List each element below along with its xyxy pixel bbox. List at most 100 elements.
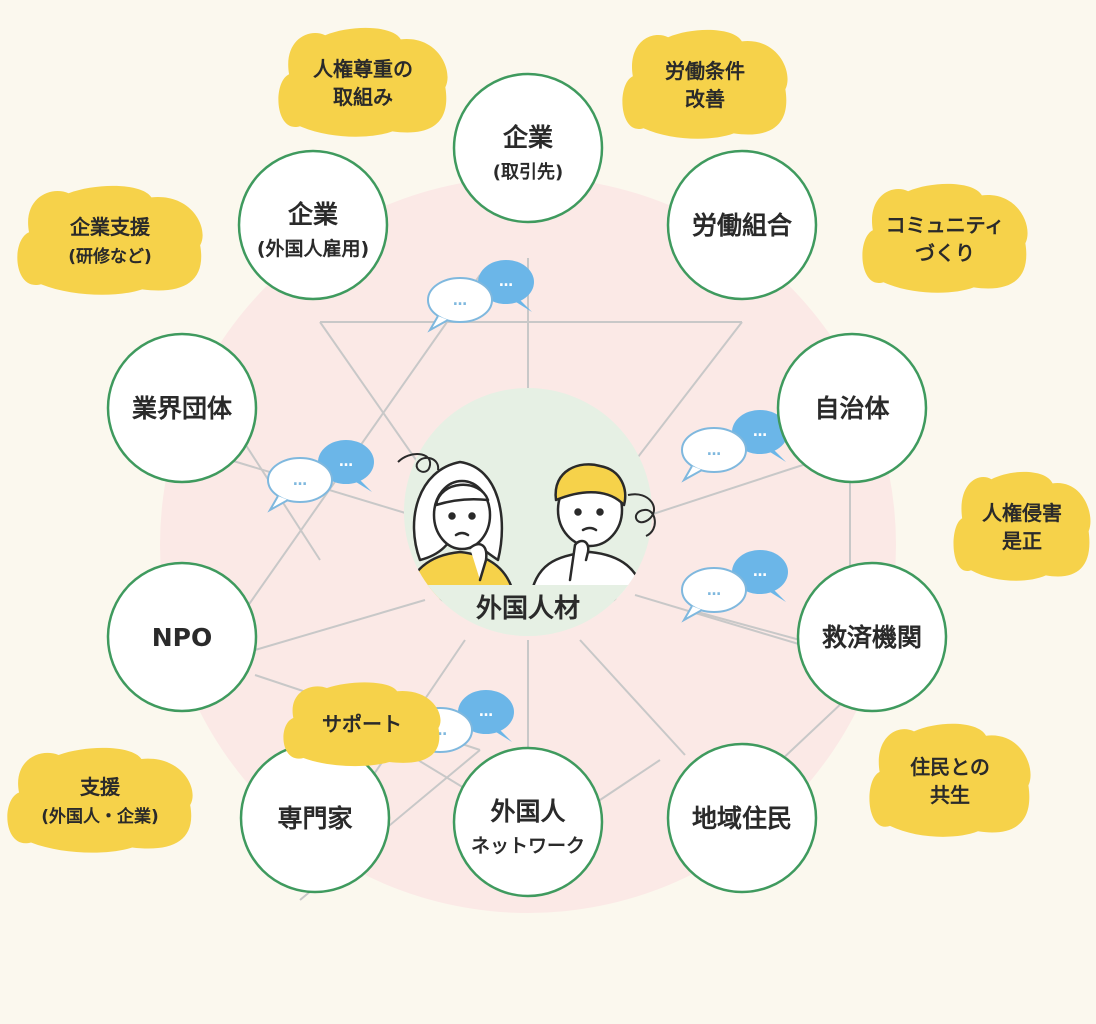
speech-bubble-pair: …… (681, 410, 788, 483)
node-circle (106, 332, 258, 484)
worry-squiggle-left (397, 453, 440, 473)
cloud-text-line: 人権尊重の (313, 57, 413, 81)
speech-bubble-white (681, 427, 747, 473)
cloud-shape (953, 471, 1091, 581)
cloud-shape (7, 747, 193, 853)
cloud-text-line: 労働条件 (665, 59, 745, 83)
speech-bubble-dots: … (339, 454, 353, 470)
cloud-text-line: 企業支援 (69, 215, 151, 239)
center-label: 外国人材 (476, 594, 580, 624)
node-local-residents: 地域住民 (666, 742, 818, 894)
cloud-text-line: づくり (915, 241, 975, 265)
speech-bubble-tail (267, 495, 289, 513)
node-industry-group: 業界団体 (106, 332, 258, 484)
cloud-text-line: (研修など) (68, 246, 152, 267)
speech-bubble-dots: … (499, 274, 513, 290)
node-circle (796, 561, 948, 713)
node-circle (452, 72, 604, 224)
speech-bubble-tail (427, 315, 449, 333)
node-company-employer: 企業 (外国人雇用) (237, 149, 389, 301)
node-title: 救済機関 (822, 623, 922, 652)
speech-bubble-white (681, 567, 747, 613)
speech-bubble-white (267, 457, 333, 503)
speech-bubble-tail (681, 465, 703, 483)
worry-squiggle-right (627, 493, 656, 537)
speech-bubble-pair: …… (267, 440, 374, 513)
speech-bubble-dots: … (707, 443, 721, 459)
cloud-text-line: コミュニティ (886, 213, 1005, 237)
speech-bubble-tail (770, 450, 786, 462)
cloud-support-foreigners-companies: 支援 (外国人・企業) (7, 747, 193, 853)
node-circle (452, 746, 604, 898)
cloud-shape (17, 185, 203, 295)
cloud-text-line: 人権侵害 (982, 501, 1062, 525)
speech-bubble-dots: … (753, 424, 767, 440)
node-title: 企業 (503, 123, 553, 152)
cloud-shape (283, 682, 441, 767)
cloud-text-line: 支援 (80, 775, 121, 799)
node-circle (237, 149, 389, 301)
node-experts: 専門家 (239, 742, 391, 894)
speech-bubble-tail (516, 300, 532, 312)
speech-bubble-pair: …… (427, 260, 534, 333)
cloud-text-line: 改善 (685, 87, 725, 111)
cloud-shape (278, 27, 448, 137)
speech-bubble-blue (458, 690, 514, 734)
speech-bubble-dots: … (293, 473, 307, 489)
cloud-shape (622, 29, 788, 139)
node-circle (666, 149, 818, 301)
node-title: 労働組合 (692, 211, 793, 240)
woman-illustration (404, 460, 517, 602)
node-relief-agency: 救済機関 (796, 561, 948, 713)
cloud-text-line: (外国人・企業) (41, 806, 159, 827)
cloud-text-line: 住民との (910, 755, 990, 779)
cloud-text-line: 共生 (930, 783, 970, 807)
speech-bubble-tail (496, 730, 512, 742)
cloud-company-support: 企業支援 (研修など) (17, 185, 203, 295)
node-subtitle: (外国人雇用) (257, 237, 369, 260)
speech-bubble-tail (681, 605, 703, 623)
node-title: 地域住民 (692, 804, 792, 833)
speech-bubble-dots: … (479, 704, 493, 720)
cloud-text-line: サポート (322, 712, 402, 736)
speech-bubble-blue (478, 260, 534, 304)
speech-bubble-white (427, 277, 493, 323)
speech-bubble-dots: … (453, 293, 467, 309)
cloud-shape (869, 723, 1031, 837)
cloud-text-line: 取組み (333, 85, 393, 109)
speech-bubble-dots: … (707, 583, 721, 599)
cloud-support: サポート (283, 682, 441, 767)
speech-bubble-tail (770, 590, 786, 602)
node-subtitle: ネットワーク (471, 835, 585, 857)
node-title: 自治体 (814, 394, 890, 423)
node-company-client: 企業 (取引先) (452, 72, 604, 224)
speech-bubble-blue (732, 410, 788, 454)
node-title: 業界団体 (132, 394, 233, 423)
node-circle (106, 561, 258, 713)
node-title: 外国人 (490, 797, 565, 826)
node-npo: NPO (106, 561, 258, 713)
node-municipality: 自治体 (776, 332, 928, 484)
node-labor-union: 労働組合 (666, 149, 818, 301)
node-title: NPO (152, 623, 213, 652)
node-title: 専門家 (277, 804, 352, 833)
speech-bubble-blue (318, 440, 374, 484)
speech-bubble-pair: …… (681, 550, 788, 623)
cloud-text-line: 是正 (1001, 529, 1042, 553)
node-circle (666, 742, 818, 894)
speech-bubble-dots: … (753, 564, 767, 580)
node-subtitle: (取引先) (493, 161, 563, 183)
node-circle (776, 332, 928, 484)
node-title: 企業 (288, 200, 338, 229)
speech-bubble-blue (732, 550, 788, 594)
cloud-shape (862, 183, 1028, 293)
